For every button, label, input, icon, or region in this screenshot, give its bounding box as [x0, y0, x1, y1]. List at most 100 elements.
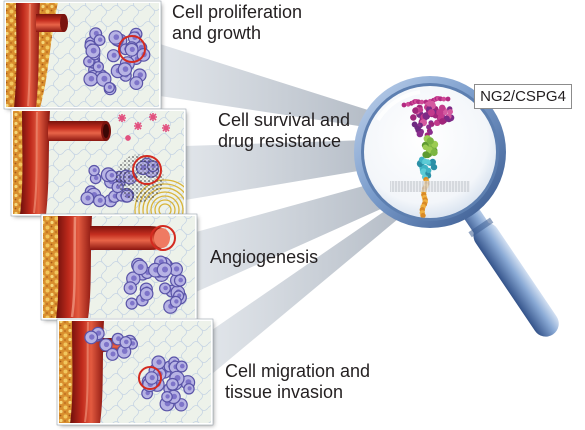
label-angiogenesis: Angiogenesis: [210, 247, 318, 268]
cell-nucleus: [179, 401, 185, 407]
drug-molecule: [162, 124, 170, 132]
magnifier-handle-group: [460, 203, 559, 337]
label-line: Cell migration and: [225, 361, 371, 381]
cell-nucleus: [124, 339, 129, 345]
cell-nucleus: [94, 175, 99, 181]
cell-nucleus: [149, 375, 155, 381]
drug-molecule: [118, 114, 126, 122]
label-line: Cell proliferation: [172, 2, 303, 22]
blood-vessel: [20, 110, 50, 215]
dying-cell-debris: [116, 154, 164, 202]
protein-residue: [445, 96, 451, 102]
label-line: Cell survival and: [218, 110, 351, 130]
protein-residue: [426, 101, 432, 107]
resistance-ring: [142, 187, 185, 215]
cell-nucleus: [96, 64, 101, 69]
magnifying-glass: [354, 76, 559, 337]
ng2-cspg4-protein: [401, 96, 455, 218]
protein-residue: [427, 109, 435, 117]
protein-residue: [425, 159, 431, 165]
cell-nucleus: [87, 59, 92, 64]
light-beams: [160, 44, 404, 374]
cell-nucleus: [170, 381, 176, 387]
protein-residue: [412, 107, 419, 114]
cell-nucleus: [137, 264, 144, 270]
cell-nucleus: [128, 285, 134, 291]
cell-nucleus: [165, 394, 170, 399]
protein-residue: [414, 125, 419, 130]
cell-nucleus: [90, 47, 97, 54]
protein-residue: [418, 107, 424, 113]
cell-nucleus: [130, 300, 135, 306]
cell-nucleus: [88, 75, 95, 82]
cell-nucleus: [187, 386, 192, 391]
cell-nucleus: [101, 75, 108, 82]
glass-reflection: [376, 90, 421, 122]
cell-nucleus: [137, 72, 143, 78]
protein-residue: [430, 163, 438, 171]
protein-residue: [430, 148, 438, 157]
cell-nucleus: [171, 393, 177, 400]
cell-nucleus: [103, 341, 110, 348]
cell-nucleus: [178, 277, 183, 283]
protein-residue: [426, 137, 434, 145]
cell-nucleus: [144, 290, 150, 297]
protein-name-label: NG2/CSPG4: [474, 84, 572, 109]
tumor-cell-cluster: [83, 27, 151, 96]
protein-residue: [439, 118, 446, 125]
cell-nucleus: [163, 285, 168, 291]
protein-residue: [439, 104, 446, 112]
panel-border: [56, 318, 214, 426]
protein-residue: [420, 212, 426, 218]
vessel-highlight: [70, 216, 77, 318]
label-cell-survival: Cell survival and drug resistance: [218, 110, 350, 152]
drug-molecule: [134, 122, 142, 130]
panel-cell-proliferation: [3, 0, 162, 110]
light-beam: [212, 206, 404, 374]
resistance-ring: [134, 179, 185, 215]
label-line: tissue invasion: [225, 382, 344, 402]
cell-nucleus: [97, 197, 103, 203]
protein-domain-green: [421, 135, 439, 159]
cell-nucleus: [109, 173, 115, 178]
cell-nucleus: [173, 266, 180, 272]
highlight-circle: [138, 366, 162, 390]
protein-domain-cyan: [416, 156, 438, 180]
cell-nucleus: [129, 46, 135, 53]
resistance-ring: [150, 195, 180, 215]
vessel-highlight: [33, 111, 38, 214]
protein-residue: [422, 144, 429, 151]
protein-domain-globular: [410, 100, 455, 127]
protein-residue: [426, 167, 432, 174]
vessel-opening: [60, 14, 68, 32]
resistance-ring: [154, 199, 176, 215]
light-beam: [160, 44, 372, 128]
highlight-circle: [118, 35, 146, 63]
cell-nucleus: [111, 52, 117, 58]
protein-residue: [441, 96, 447, 102]
panel-frame: [4, 1, 161, 109]
drug-molecules: [118, 113, 170, 141]
highlight-circle: [150, 225, 176, 251]
vessel-branch: [36, 14, 67, 32]
cell-nucleus: [162, 266, 168, 273]
magnifier-handle: [473, 222, 559, 337]
blood-vessel: [14, 2, 40, 108]
vessel-lumen: [103, 124, 109, 138]
label-line: Angiogenesis: [210, 247, 319, 267]
label-line: drug resistance: [218, 131, 342, 151]
vessel-branch: [48, 121, 109, 141]
panel-angiogenesis: [40, 213, 198, 321]
light-beam: [185, 140, 376, 200]
label-line: and growth: [172, 23, 262, 43]
panel-cell-migration: [56, 318, 214, 426]
cell-nucleus: [116, 336, 121, 342]
panel-frame: [57, 319, 213, 425]
cell-nucleus: [156, 359, 162, 365]
cell-nucleus: [85, 195, 91, 201]
cell-nucleus: [89, 334, 95, 340]
protein-domain-linker: [411, 120, 435, 142]
cell-nucleus: [92, 168, 97, 173]
light-beam: [196, 182, 392, 292]
